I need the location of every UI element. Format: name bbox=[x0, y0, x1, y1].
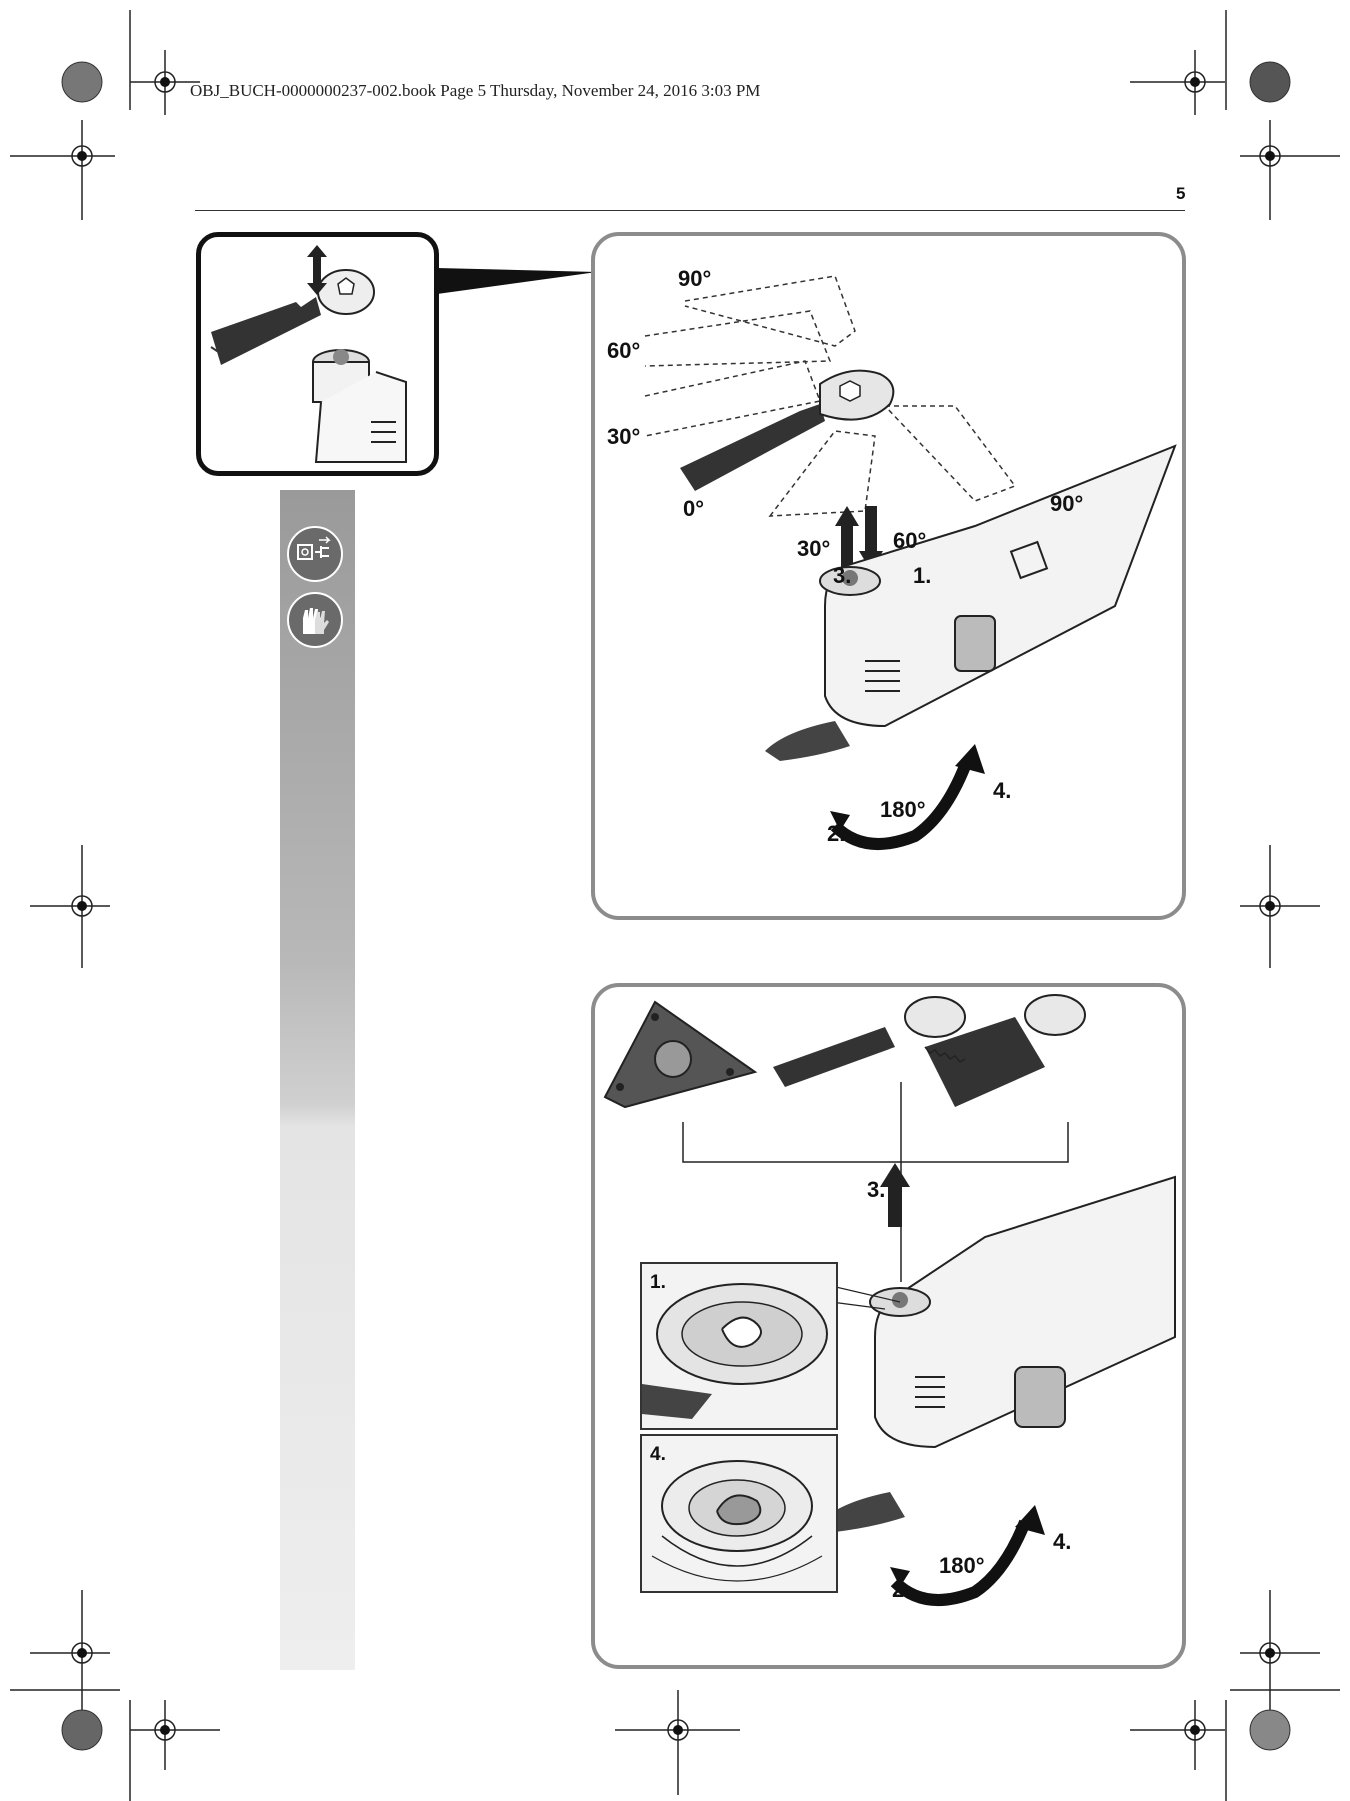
detail-inset-4: 4. bbox=[640, 1434, 838, 1593]
step-4-label: 4. bbox=[993, 778, 1011, 803]
print-header: OBJ_BUCH-0000000237-002.book Page 5 Thur… bbox=[190, 81, 761, 100]
angle-180-bottom: 180° bbox=[939, 1553, 985, 1578]
unplug-power-icon bbox=[287, 526, 343, 582]
detail-inset-1: 1. bbox=[640, 1262, 838, 1430]
figure-top-panel: 90° 60° 30° 0° 90° 30° 60° 180° 1. 2. 3.… bbox=[591, 232, 1186, 920]
step-4-label-bottom: 4. bbox=[1053, 1529, 1071, 1554]
zoom-inset-illustration bbox=[210, 245, 407, 463]
angle-30-left: 30° bbox=[607, 424, 640, 449]
step-1-label: 1. bbox=[913, 563, 931, 588]
figure-bottom-illustration: 3. 180° 2. 4. bbox=[603, 994, 1176, 1606]
angle-0: 0° bbox=[683, 496, 704, 521]
angle-30-bottom: 30° bbox=[797, 536, 830, 561]
zoom-connector bbox=[437, 268, 597, 294]
inset-1-label: 1. bbox=[650, 1272, 666, 1293]
angle-180: 180° bbox=[880, 797, 926, 822]
inset-4-label: 4. bbox=[650, 1444, 666, 1465]
figure-bottom-panel: 3. 180° 2. 4. 1. 4. bbox=[591, 983, 1186, 1669]
step-3-label-bottom: 3. bbox=[867, 1177, 885, 1202]
angle-60: 60° bbox=[607, 338, 640, 363]
sidebar-bar bbox=[280, 490, 355, 1670]
step-3-label: 3. bbox=[833, 563, 851, 588]
angle-60-bottom: 60° bbox=[893, 528, 926, 553]
protective-gloves-icon bbox=[287, 592, 343, 648]
angle-90-top: 90° bbox=[678, 266, 711, 291]
angle-90-right: 90° bbox=[1050, 491, 1083, 516]
figure-top-illustration: 90° 60° 30° 0° 90° 30° 60° 180° 1. 2. 3.… bbox=[607, 266, 1177, 850]
zoom-inset-panel bbox=[196, 232, 439, 476]
step-2-label-bottom: 2. bbox=[892, 1577, 910, 1602]
header-rule bbox=[195, 210, 1185, 211]
page-number: 5 bbox=[1176, 184, 1186, 203]
step-2-label: 2. bbox=[827, 821, 845, 846]
